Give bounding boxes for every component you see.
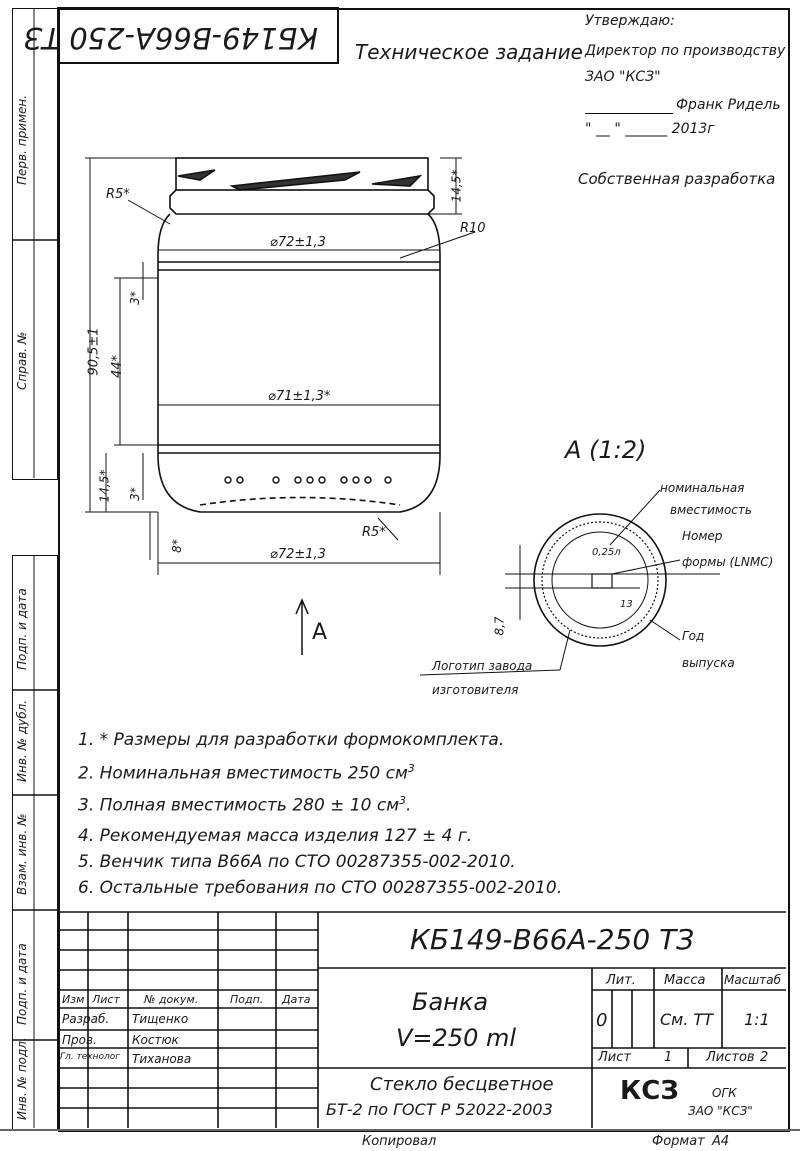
margin-inv-podl: Инв. № подл. — [15, 1037, 29, 1120]
dim-r5-top: R5* — [106, 187, 130, 202]
tb-masshtab: Масштаб — [724, 973, 782, 987]
dim-d71: ⌀71±1,3* — [268, 389, 331, 404]
tb-razrab-name: Тищенко — [132, 1012, 189, 1026]
margin-podp-data-2: Подп. и дата — [15, 943, 29, 1025]
note-3: 3. Полная вместимость 280 ± 10 см3. — [78, 794, 411, 816]
tb-name-2: V=250 ml — [396, 1024, 517, 1052]
tb-masshtab-val: 1:1 — [744, 1010, 770, 1029]
tb-material-2: БТ-2 по ГОСТ Р 52022-2003 — [326, 1100, 553, 1119]
label-nominal-1: номинальная — [660, 481, 745, 495]
tb-prov-name: Костюк — [132, 1033, 179, 1047]
dim-h8: 8* — [169, 539, 184, 553]
margin-podp-data-1: Подп. и дата — [15, 588, 29, 670]
label-year-1: Год — [682, 629, 705, 643]
capacity-mark: 0,25л — [592, 547, 621, 558]
title-block-grid — [58, 911, 786, 1128]
note-4: 4. Рекомендуемая масса изделия 127 ± 4 г… — [78, 826, 473, 846]
designation-rotated: КБ149-В66А-250 ТЗ — [23, 21, 318, 55]
margin-perv-primen: Перв. примен. — [15, 94, 29, 185]
note-2: 2. Номинальная вместимость 250 см3 — [78, 762, 415, 784]
tb-razrab: Разраб. — [62, 1012, 110, 1026]
dim-h14-bottom: 14,5* — [97, 469, 112, 503]
tb-listov-val: 2 — [760, 1050, 769, 1065]
tb-col-doc: № докум. — [144, 993, 199, 1006]
tb-org-2: ЗАО "КСЗ" — [688, 1104, 753, 1118]
note-6: 6. Остальные требования по СТО 00287355-… — [78, 878, 563, 898]
doc-title: Техническое задание — [355, 40, 583, 64]
dim-h90: 90,5±1 — [86, 327, 102, 376]
margin-vzam-inv: Взам. инв. № — [15, 813, 29, 895]
tb-col-podp: Подп. — [230, 993, 264, 1006]
dim-h44: 44* — [110, 354, 126, 379]
dim-h3-top: 3* — [127, 291, 142, 305]
note-3-dot: . — [406, 795, 412, 816]
tb-listov: Листов — [706, 1050, 755, 1065]
company-label: ЗАО "КСЗ" — [585, 69, 661, 85]
dim-r5-bottom: R5* — [362, 525, 386, 540]
tb-list-val: 1 — [664, 1050, 673, 1065]
tb-col-data: Дата — [282, 993, 311, 1006]
own-development: Собственная разработка — [578, 170, 776, 188]
tb-lit: Лит. — [606, 973, 636, 988]
note-3-text: 3. Полная вместимость 280 ± 10 см — [78, 795, 400, 816]
tb-name-1: Банка — [412, 988, 489, 1016]
margin-strip-top — [12, 8, 58, 480]
tb-designation: КБ149-В66А-250 ТЗ — [410, 923, 695, 956]
label-logo-2: изготовителя — [432, 683, 519, 697]
signature-line — [585, 113, 673, 114]
tb-massa: Масса — [664, 973, 706, 988]
tb-lit-val: 0 — [596, 1010, 608, 1031]
dim-h3-bottom: 3* — [127, 487, 142, 501]
tb-gl-name: Тиханова — [132, 1052, 192, 1066]
dim-d87: 8,7 — [492, 616, 507, 636]
label-form-no-1: Номер — [682, 529, 723, 543]
dim-h14-top: 14,5* — [449, 169, 464, 203]
view-arrow-label: А — [312, 620, 328, 645]
margin-inv-dubl: Инв. № дубл. — [15, 699, 29, 782]
note-1: 1. * Размеры для разработки формокомплек… — [78, 730, 505, 750]
label-logo-1: Логотип завода — [432, 659, 533, 673]
tb-massa-val: См. ТТ — [660, 1010, 713, 1029]
note-2-sup: 3 — [407, 762, 415, 775]
jar-outline — [157, 157, 441, 513]
footer-kopiroval: Копировал — [362, 1134, 437, 1149]
tb-col-list: Лист — [92, 993, 120, 1006]
footer-format-val: А4 — [712, 1134, 730, 1149]
label-form-no-2: формы (LNMC) — [682, 555, 774, 569]
dim-d72-top: ⌀72±1,3 — [270, 235, 326, 250]
tb-list: Лист — [598, 1050, 631, 1065]
approve-label: Утверждаю: — [585, 13, 675, 29]
margin-sprav: Справ. № — [15, 331, 29, 390]
dim-r10: R10 — [460, 221, 486, 236]
tb-material-1: Стекло бесцветное — [370, 1074, 554, 1095]
tb-col-izm: Изм — [62, 993, 85, 1006]
note-5: 5. Венчик типа В66А по СТО 00287355-002-… — [78, 852, 516, 872]
company-logo: КСЗ — [620, 1076, 679, 1106]
note-2-text: 2. Номинальная вместимость 250 см — [78, 763, 408, 784]
tb-gl: Гл. технолог — [60, 1052, 120, 1062]
tb-org-1: ОГК — [712, 1086, 737, 1100]
tb-prov: Пров. — [62, 1033, 97, 1047]
date-line: " __ " ______ 2013г — [585, 121, 715, 137]
year-mark: 13 — [620, 599, 633, 610]
footer-format: Формат — [652, 1134, 705, 1149]
director-label: Директор по производству — [585, 43, 786, 59]
detail-title: А (1:2) — [565, 436, 647, 464]
label-year-2: выпуска — [682, 656, 735, 670]
note-3-sup: 3 — [399, 794, 407, 807]
signature-name: Франк Ридель — [676, 97, 781, 113]
dim-d72-bottom: ⌀72±1,3 — [270, 547, 326, 562]
label-nominal-2: вместимость — [670, 503, 752, 517]
